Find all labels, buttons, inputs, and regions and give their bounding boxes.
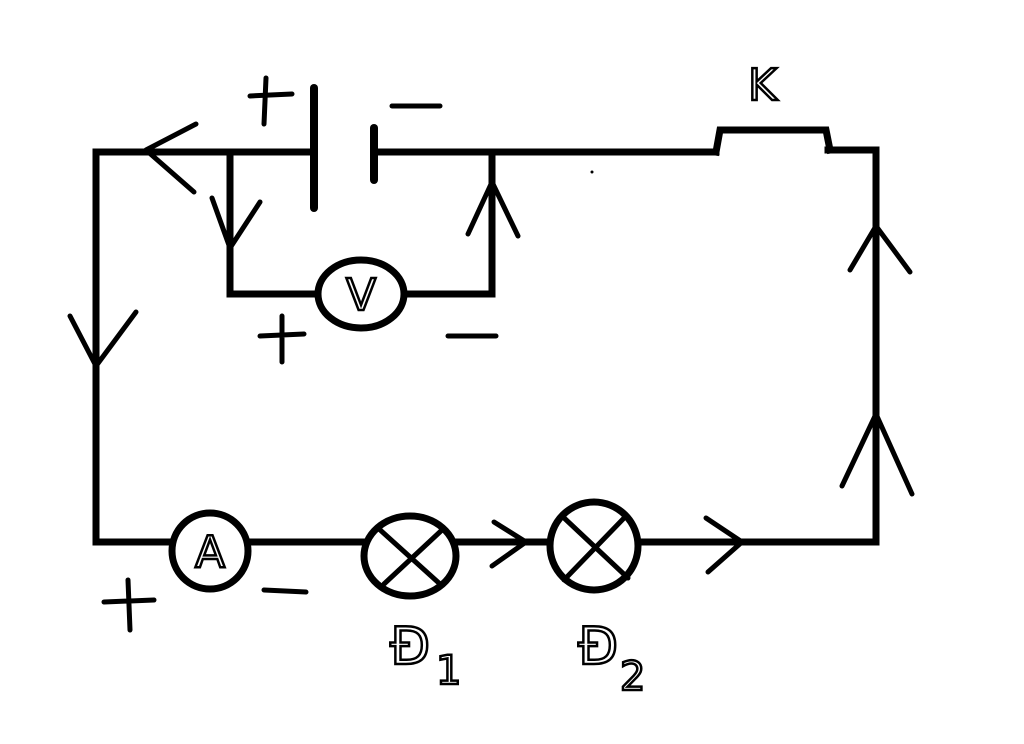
bulb-1: Đ 1	[360, 512, 463, 695]
switch-lever	[711, 126, 835, 157]
switch: K	[711, 59, 835, 157]
voltmeter-label: V	[346, 270, 376, 321]
arrow-up-right-lower	[839, 411, 915, 497]
voltmeter-wire-left	[226, 148, 322, 298]
arrow-right-between-bulbs	[489, 519, 529, 569]
bulb-2-cross	[559, 513, 631, 583]
arrow-up-voltmeter	[465, 179, 521, 239]
ammeter-plus-sign	[101, 577, 157, 633]
ammeter-minus-sign	[261, 587, 309, 595]
bulb-2-subscript: 2	[620, 654, 645, 700]
ammeter-label: A	[195, 527, 225, 578]
arrow-down-voltmeter	[209, 195, 263, 251]
arrow-left-top	[143, 121, 199, 195]
arrow-up-right-upper	[847, 223, 913, 275]
bulb-2: Đ 2	[546, 498, 647, 701]
ammeter: A	[101, 509, 309, 633]
voltmeter-plus-sign	[257, 313, 307, 365]
stray-dot	[590, 170, 594, 174]
battery	[247, 75, 443, 212]
switch-label: K	[748, 60, 778, 111]
voltmeter-circle	[314, 256, 408, 332]
bulb-1-cross	[375, 525, 445, 587]
voltmeter-branch: V	[226, 148, 499, 365]
ammeter-circle	[168, 509, 252, 593]
battery-plus-sign	[247, 75, 295, 127]
voltmeter-wire-right	[400, 148, 496, 298]
bulb-1-subscript: 1	[436, 648, 461, 694]
bulb-1-label: Đ	[390, 617, 430, 677]
current-arrows	[67, 121, 915, 575]
bulb-2-label: Đ	[578, 617, 618, 677]
arrow-right-bottom	[703, 515, 745, 575]
main-loop-wires	[92, 146, 880, 546]
arrow-down-left	[67, 309, 139, 369]
